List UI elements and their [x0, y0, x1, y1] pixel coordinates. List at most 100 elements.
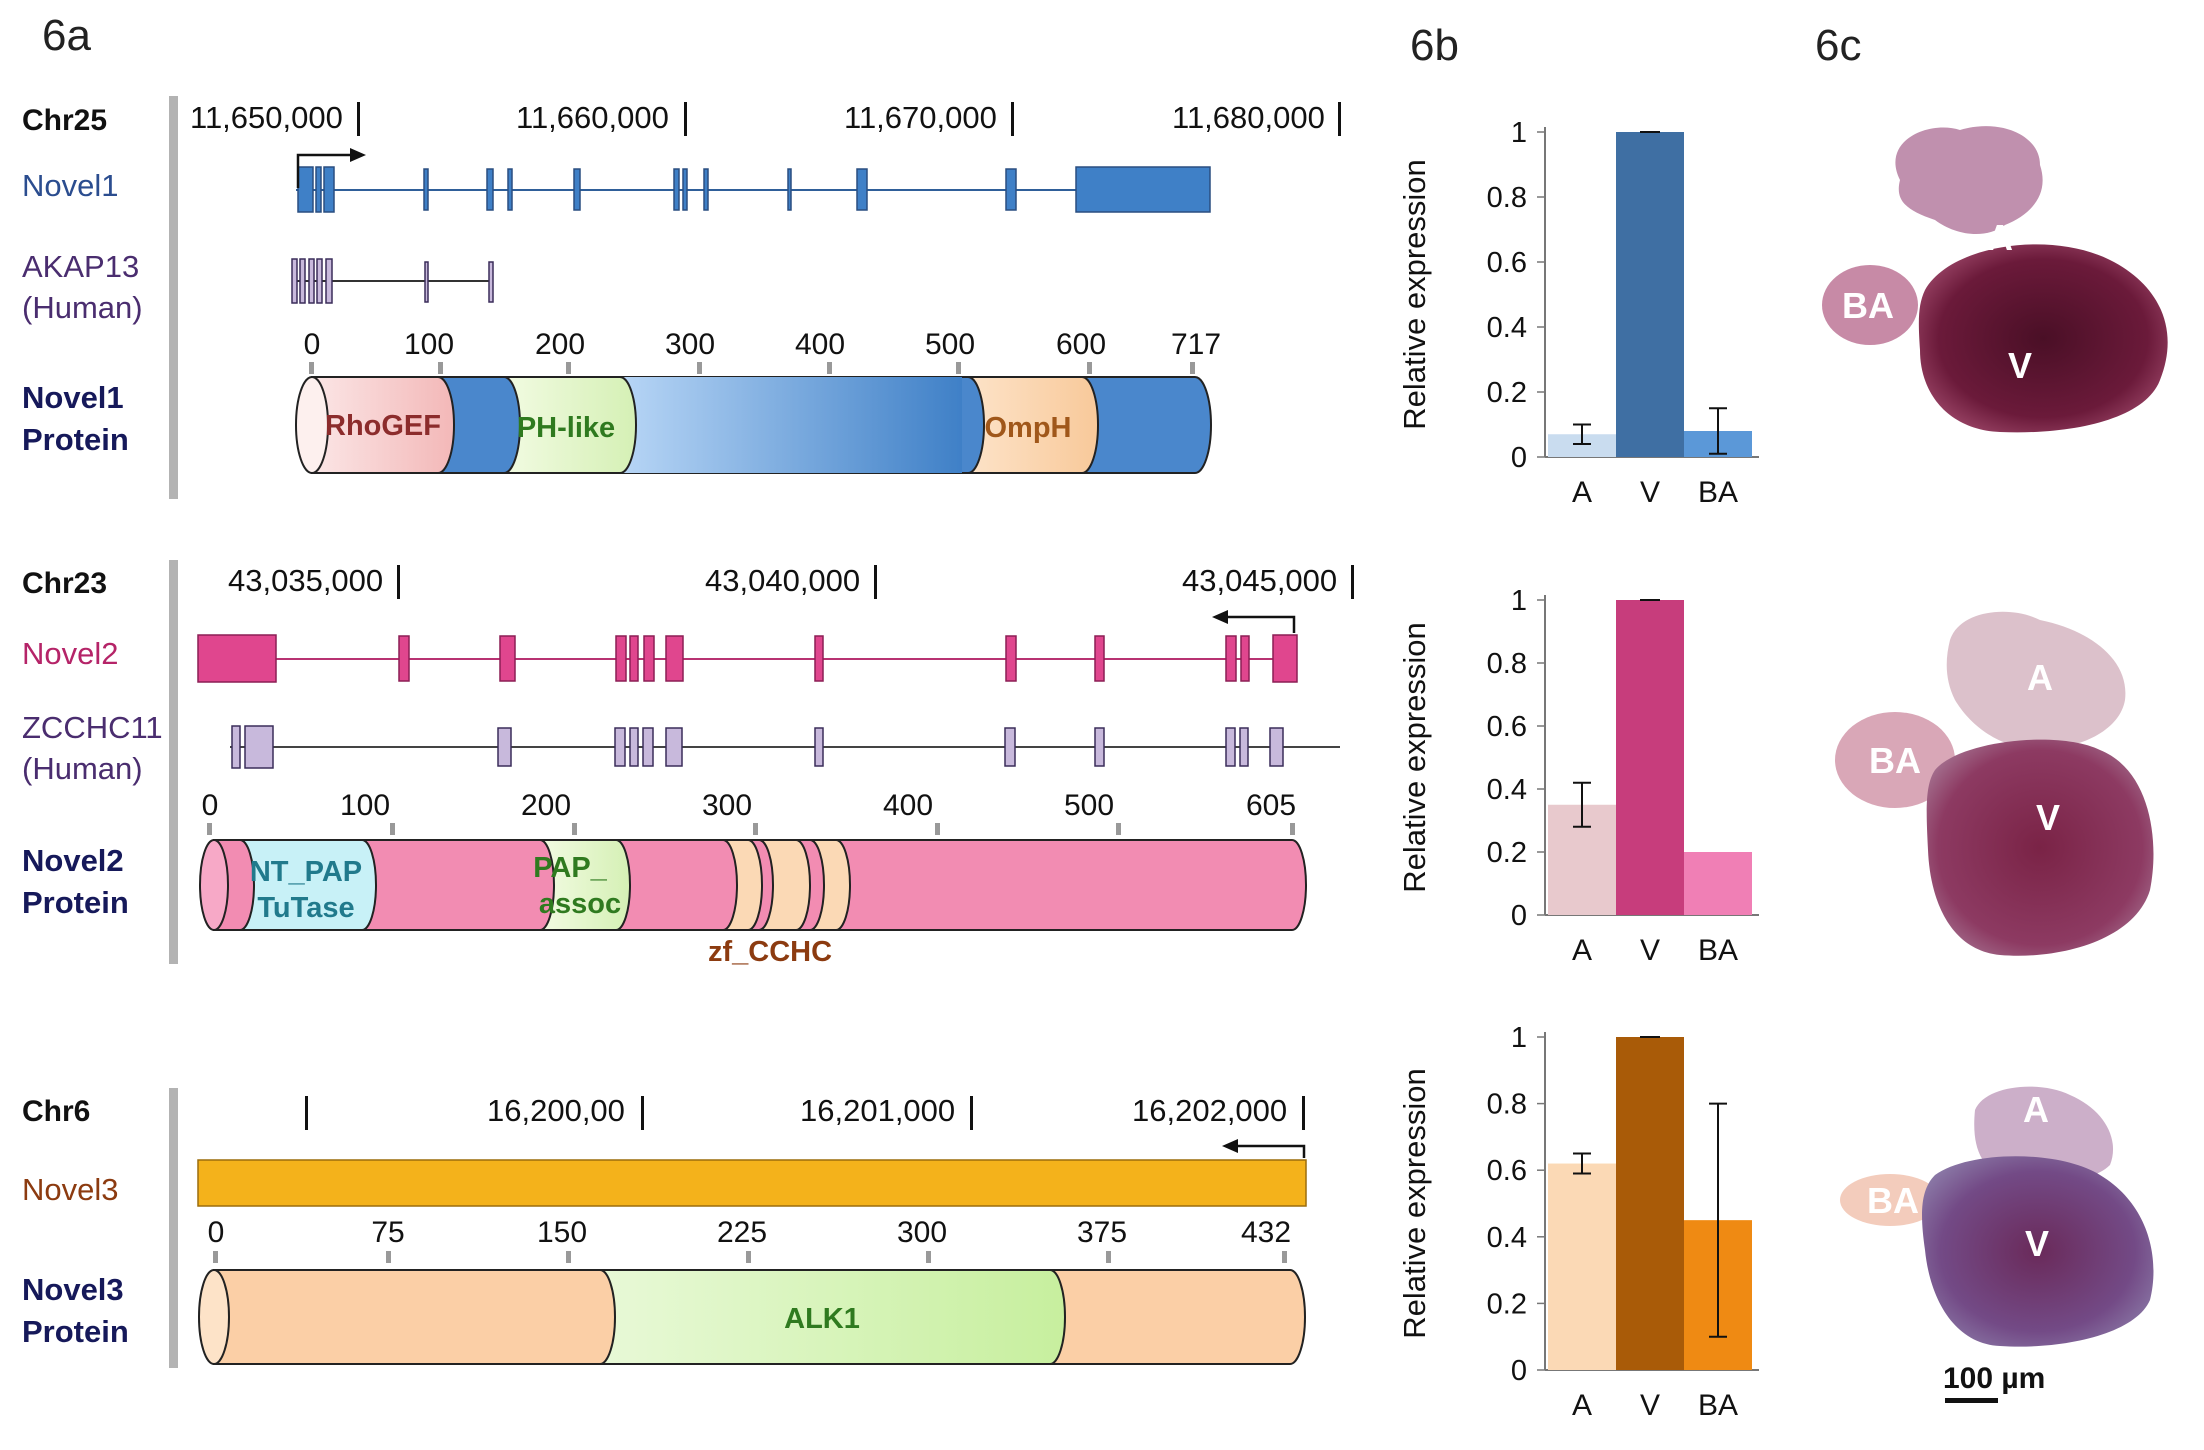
coordinate-label: 43,040,000 — [705, 563, 860, 598]
gene-section-novel1: Chr25 11,650,000 11,660,000 11,670,000 1… — [22, 96, 1341, 499]
heart-label: V — [2036, 797, 2060, 838]
coordinate-label: 11,660,000 — [516, 100, 669, 135]
domain-label: ALK1 — [784, 1303, 860, 1335]
aa-tick-label: 300 — [702, 789, 752, 822]
aa-tick-label: 100 — [404, 328, 454, 361]
y-tick-label: 0.6 — [1487, 711, 1527, 743]
protein-label: Protein — [22, 422, 129, 457]
coordinate-tick — [357, 102, 360, 136]
aa-tick-label: 400 — [883, 789, 933, 822]
domain-label: NT_PAP — [250, 856, 362, 888]
domain-label: RhoGEF — [325, 410, 441, 442]
aa-tick-label: 150 — [537, 1216, 587, 1249]
panel-label-6c: 6c — [1815, 21, 1861, 70]
aa-scale-novel3: 0 75 150 225 300 375 432 — [208, 1216, 1291, 1263]
heart-label: BA — [1867, 1180, 1919, 1221]
chromosome-label: Chr25 — [22, 104, 107, 137]
bar-v — [1616, 1037, 1684, 1370]
scale-bar-line — [1945, 1398, 1998, 1403]
heart-label: V — [2025, 1223, 2049, 1264]
scale-bar-label: 100 µm — [1943, 1362, 2045, 1395]
aa-tick-label: 375 — [1077, 1216, 1127, 1249]
novel2-protein-domains: NT_PAP TuTase PAP_ assoc zf_CCHC — [199, 839, 1307, 968]
protein-label: Novel3 — [22, 1272, 124, 1307]
y-tick-label: 0.2 — [1487, 1288, 1527, 1320]
gene-section-novel3: Chr6 16,200,00 16,201,000 16,202,000 Nov… — [22, 1088, 1307, 1368]
heart-label: A — [2023, 1089, 2049, 1130]
coordinate-label: 11,670,000 — [844, 100, 997, 135]
y-tick-label: 0 — [1511, 442, 1527, 474]
y-tick-label: 0 — [1511, 900, 1527, 932]
x-category-label: BA — [1698, 1389, 1738, 1422]
x-category-label: A — [1572, 476, 1592, 509]
y-axis-label: Relative expression — [1397, 622, 1432, 893]
y-tick-label: 0.8 — [1487, 182, 1527, 214]
y-tick-label: 0.2 — [1487, 377, 1527, 409]
y-tick-label: 0.4 — [1487, 1222, 1527, 1254]
aa-tick-label: 600 — [1056, 328, 1106, 361]
coordinate-tick — [684, 102, 687, 136]
aa-scale-novel1: 0 100 200 300 400 500 600 717 — [304, 328, 1221, 374]
domain-label: OmpH — [985, 412, 1072, 444]
y-tick-label: 0.8 — [1487, 648, 1527, 680]
gene-name: Novel2 — [22, 636, 119, 671]
coordinate-tick — [397, 565, 400, 599]
coordinate-tick — [1338, 102, 1341, 136]
heart-image-1: A BA V — [1822, 126, 2168, 433]
panel-label-6a: 6a — [42, 11, 91, 60]
y-axis-label: Relative expression — [1397, 1068, 1432, 1339]
bar-ba — [1684, 852, 1752, 915]
section-divider — [169, 96, 178, 499]
bar-v — [1616, 132, 1684, 457]
coordinate-label: 43,045,000 — [1182, 563, 1337, 598]
aa-tick-label: 432 — [1241, 1216, 1291, 1249]
coordinate-label: 16,201,000 — [800, 1093, 955, 1128]
protein-label: Protein — [22, 885, 129, 920]
zcchc11-gene-model — [230, 725, 1340, 769]
domain-label: TuTase — [257, 892, 354, 924]
coordinate-tick — [874, 565, 877, 599]
human-label: (Human) — [22, 290, 143, 325]
coordinate-tick — [305, 1096, 308, 1130]
aa-tick-label: 225 — [717, 1216, 767, 1249]
coordinate-label: 11,650,000 — [190, 100, 343, 135]
coordinate-label: 16,200,00 — [487, 1093, 625, 1128]
human-label: (Human) — [22, 751, 143, 786]
domain-label: PH-like — [517, 412, 615, 444]
protein-label: Novel1 — [22, 380, 124, 415]
y-tick-label: 1 — [1511, 117, 1527, 149]
bar-a — [1548, 434, 1616, 457]
aa-tick-label: 605 — [1246, 789, 1296, 822]
y-tick-label: 0.4 — [1487, 312, 1527, 344]
aa-tick-label: 75 — [371, 1216, 404, 1249]
heart-label: V — [2008, 345, 2032, 386]
gene-name: Novel1 — [22, 168, 119, 203]
heart-label: BA — [1842, 285, 1894, 326]
y-tick-label: 0.6 — [1487, 247, 1527, 279]
chromosome-label: Chr6 — [22, 1095, 90, 1128]
x-category-label: BA — [1698, 476, 1738, 509]
coordinate-tick — [1011, 102, 1014, 136]
heart-image-3: A BA V — [1840, 1086, 2154, 1347]
protein-label: Novel2 — [22, 843, 124, 878]
y-tick-label: 1 — [1511, 1022, 1527, 1054]
heart-label: BA — [1869, 740, 1921, 781]
y-tick-label: 0 — [1511, 1355, 1527, 1387]
y-tick-label: 0.8 — [1487, 1089, 1527, 1121]
y-tick-label: 0.6 — [1487, 1155, 1527, 1187]
section-divider — [169, 1088, 178, 1368]
y-tick-label: 1 — [1511, 585, 1527, 617]
direction-arrow-left-icon — [1222, 1139, 1306, 1158]
section-divider — [169, 560, 178, 964]
y-tick-label: 0.4 — [1487, 774, 1527, 806]
x-category-label: A — [1572, 934, 1592, 967]
coordinate-label: 16,202,000 — [1132, 1093, 1287, 1128]
coordinate-tick — [1351, 565, 1354, 599]
x-category-label: V — [1640, 476, 1660, 509]
scale-bar: 100 µm — [1943, 1362, 2045, 1403]
aa-tick-label: 200 — [535, 328, 585, 361]
gene-name: Novel3 — [22, 1172, 119, 1207]
heart-label: A — [1987, 217, 2013, 258]
